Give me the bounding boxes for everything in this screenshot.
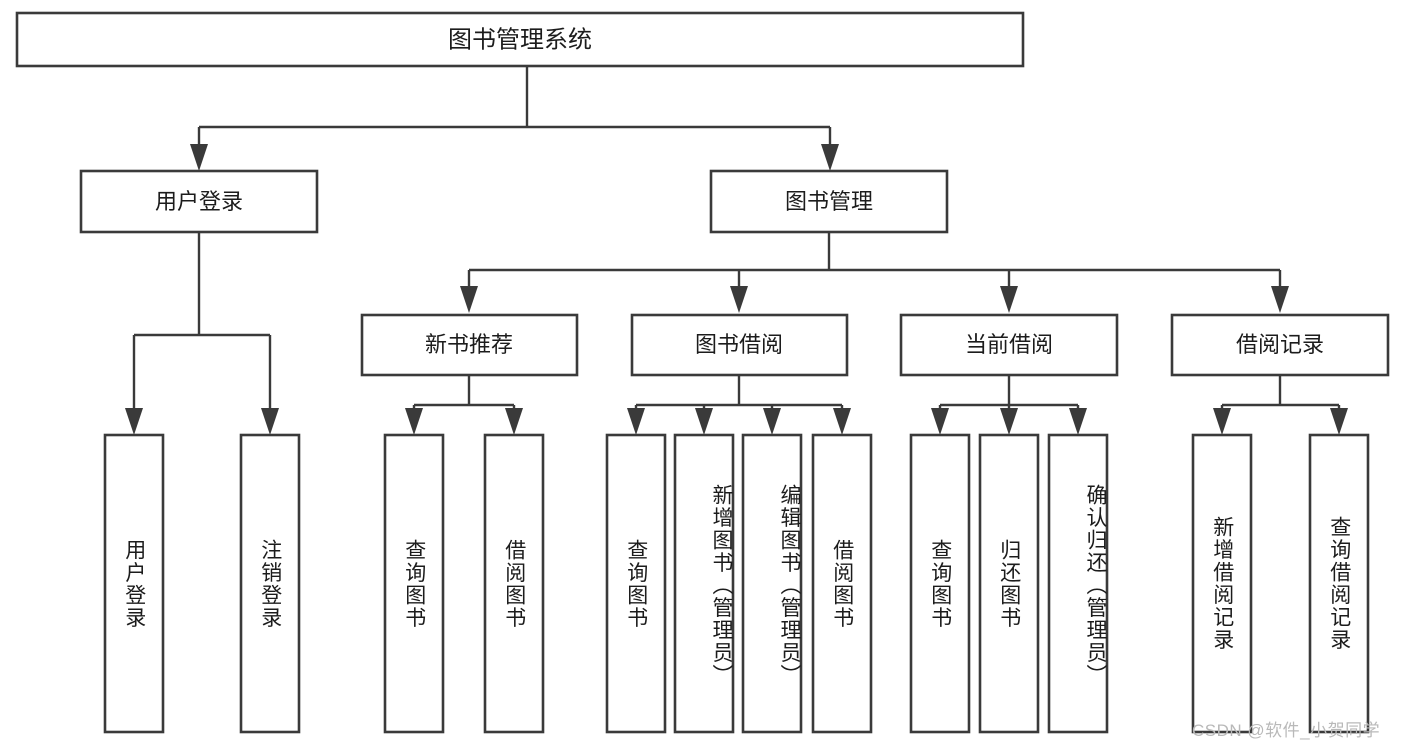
- current-borrow-box[interactable]: [899, 313, 1119, 377]
- arrow-to-leaf: [405, 408, 423, 435]
- current-borrow-label: 当前借阅: [965, 332, 1053, 357]
- connector-currentborrow-to-leaves: [931, 375, 1087, 435]
- arrow-to-leaf: [627, 408, 645, 435]
- new-book-recommend-label: 新书推荐: [425, 332, 513, 357]
- arrow-to-current-borrow: [1000, 286, 1018, 313]
- leaf-box-add-book[interactable]: [673, 433, 735, 734]
- connector-bookmgmt-to-level3: [460, 232, 1289, 313]
- arrow-to-leaf: [1069, 408, 1087, 435]
- borrow-record-label: 借阅记录: [1236, 332, 1324, 357]
- user-login-label: 用户登录: [155, 189, 243, 214]
- connector-bookborrow-to-leaves: [627, 375, 851, 435]
- connector-borrowrecord-to-leaves: [1213, 375, 1348, 435]
- arrow-to-leaf: [505, 408, 523, 435]
- node-new-book-recommend[interactable]: 新书推荐: [360, 313, 579, 377]
- leaf-box-borrow-book-2[interactable]: [811, 433, 873, 734]
- arrow-to-leaf: [261, 408, 279, 435]
- node-current-borrow[interactable]: 当前借阅: [899, 313, 1119, 377]
- node-user-login[interactable]: 用户登录: [79, 169, 319, 234]
- arrow-to-leaf: [1000, 408, 1018, 435]
- arrow-to-user-login: [190, 144, 208, 171]
- arrow-to-book-mgmt: [821, 144, 839, 171]
- arrow-to-leaf: [763, 408, 781, 435]
- connector-newbook-to-leaves: [405, 375, 523, 435]
- leaf-box-query-book-2[interactable]: [605, 433, 667, 734]
- arrow-to-leaf: [1330, 408, 1348, 435]
- connector-userlogin-to-leaves: [125, 232, 279, 435]
- leaf-box-user-login[interactable]: [103, 433, 165, 734]
- leaf-box-logout[interactable]: [239, 433, 301, 734]
- arrow-to-borrow-record: [1271, 286, 1289, 313]
- leaf-box-query-book-1[interactable]: [383, 433, 445, 734]
- leaf-box-query-book-3[interactable]: [909, 433, 971, 734]
- user-login-box[interactable]: [79, 169, 319, 234]
- leaf-box-add-record[interactable]: [1191, 433, 1253, 734]
- connector-root-to-level2: [190, 66, 839, 171]
- arrow-to-leaf: [1213, 408, 1231, 435]
- book-borrow-label: 图书借阅: [695, 332, 783, 357]
- leaf-box-borrow-book-1[interactable]: [483, 433, 545, 734]
- leaf-box-query-record[interactable]: [1308, 433, 1370, 734]
- csdn-watermark: CSDN @软件_小贺同学: [1192, 721, 1381, 740]
- book-management-label: 图书管理: [785, 189, 873, 214]
- leaf-box-confirm-return[interactable]: [1047, 433, 1109, 734]
- arrow-to-new-book: [460, 286, 478, 313]
- node-book-borrow[interactable]: 图书借阅: [630, 313, 849, 377]
- leaf-box-edit-book[interactable]: [741, 433, 803, 734]
- arrow-to-leaf: [695, 408, 713, 435]
- node-root[interactable]: 图书管理系统: [15, 11, 1025, 68]
- leaf-box-return-book[interactable]: [978, 433, 1040, 734]
- root-label: 图书管理系统: [448, 26, 592, 53]
- node-book-management[interactable]: 图书管理: [709, 169, 949, 234]
- root-box[interactable]: [15, 11, 1025, 68]
- arrow-to-leaf: [833, 408, 851, 435]
- arrow-to-leaf: [125, 408, 143, 435]
- node-borrow-record[interactable]: 借阅记录: [1170, 313, 1390, 377]
- arrow-to-book-borrow: [730, 286, 748, 313]
- new-book-recommend-box[interactable]: [360, 313, 579, 377]
- arrow-to-leaf: [931, 408, 949, 435]
